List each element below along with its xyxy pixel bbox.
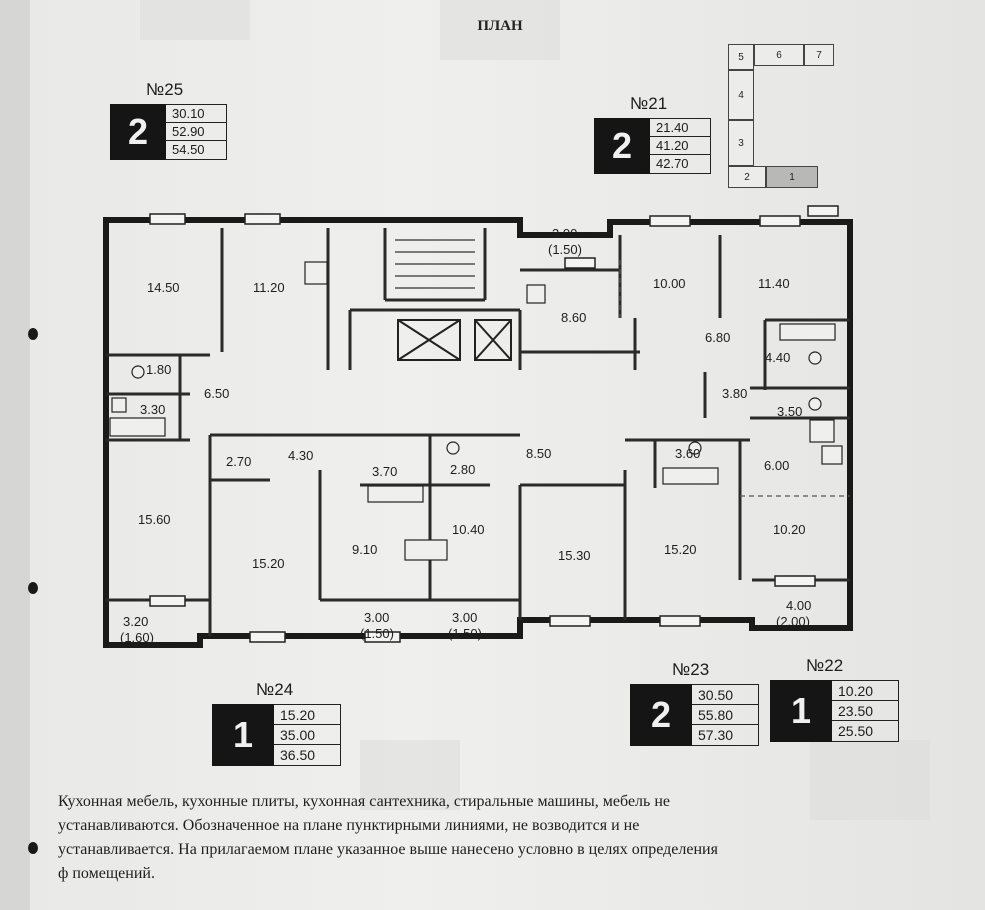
room-area-label: 4.40	[765, 350, 791, 365]
room-area-label: 15.20	[664, 542, 697, 557]
balcony-area-reduced-label: (1.60)	[120, 630, 154, 645]
total-area: 35.00	[274, 725, 340, 745]
room-area-label: 3.50	[777, 404, 803, 419]
room-area-label: 3.60	[675, 446, 701, 461]
stair-lines	[395, 239, 475, 289]
room-count: 1	[212, 704, 274, 766]
footer-line: устанавливается. На прилагаемом плане ук…	[58, 841, 718, 858]
watermark-block	[140, 0, 250, 40]
balcony-area-label: 3.20	[123, 614, 149, 629]
footer-line: Кухонная мебель, кухонные плиты, кухонна…	[58, 793, 670, 810]
apartment-badge-23[interactable]: 2 30.50 55.80 57.30	[630, 684, 759, 746]
room-area-label: 14.50	[147, 280, 180, 295]
area-values: 21.40 41.20 42.70	[650, 118, 711, 174]
elevator-shafts	[397, 319, 512, 361]
room-area-label: 3.30	[140, 402, 166, 417]
apartment-badge-25[interactable]: 2 30.10 52.90 54.50	[110, 104, 227, 160]
balcony-area-label: 3.00	[452, 610, 478, 625]
room-count: 2	[630, 684, 692, 746]
binder-hole	[28, 328, 38, 340]
room-area-label: 6.50	[204, 386, 230, 401]
balcony-area-reduced-label: (1.50)	[548, 242, 582, 257]
total-area: 55.80	[692, 705, 758, 725]
living-area: 10.20	[832, 681, 898, 701]
balcony-area-label: 4.00	[786, 598, 812, 613]
exterior-walls	[103, 217, 853, 648]
watermark-block	[360, 740, 460, 810]
balcony-area-reduced-label: (1.50)	[448, 626, 482, 641]
key-cell-1-highlighted: 1	[766, 166, 818, 188]
room-area-label: 15.20	[252, 556, 285, 571]
total-area: 41.20	[650, 137, 710, 155]
apartment-number-23: №23	[672, 660, 710, 679]
area-values: 30.50 55.80 57.30	[692, 684, 759, 746]
total-area-with-balcony: 36.50	[280, 747, 316, 763]
watermark-block	[810, 740, 930, 820]
dashed-lines	[619, 260, 850, 497]
room-area-label: 8.60	[561, 310, 587, 325]
total-area: 52.90	[166, 123, 226, 141]
room-area-label: 4.30	[288, 448, 314, 463]
apartment-number-21: №21	[630, 94, 668, 113]
total-area-with-balcony: 54.50	[172, 142, 205, 157]
room-area-label: 8.50	[526, 446, 552, 461]
key-cell-4: 4	[728, 70, 754, 120]
apartment-badge-24[interactable]: 1 15.20 35.00 36.50	[212, 704, 341, 766]
room-area-label: 15.60	[138, 512, 171, 527]
sanitary-fixtures	[109, 261, 843, 561]
room-area-label: 10.40	[452, 522, 485, 537]
room-area-label: 3.70	[372, 464, 398, 479]
area-values: 10.20 23.50 25.50	[832, 680, 899, 742]
balcony-area-reduced-label: (2.00)	[776, 614, 810, 629]
balcony-area-label: 3.00	[364, 610, 390, 625]
key-cell-5: 5	[728, 44, 754, 70]
balcony-area-reduced-label: (1.50)	[360, 626, 394, 641]
watermark-block	[440, 0, 560, 60]
room-area-label: 2.70	[226, 454, 252, 469]
key-cell-2: 2	[728, 166, 766, 188]
key-cell-7: 7	[804, 44, 834, 66]
room-area-label: 3.80	[722, 386, 748, 401]
room-area-label: 10.20	[773, 522, 806, 537]
room-count: 2	[110, 104, 166, 160]
apartment-number-22: №22	[806, 656, 844, 675]
room-area-label: 10.00	[653, 276, 686, 291]
windows	[149, 205, 839, 643]
room-area-label: 1.80	[146, 362, 172, 377]
room-area-label: 15.30	[558, 548, 591, 563]
total-area-with-balcony: 25.50	[838, 723, 874, 739]
apartment-badge-22[interactable]: 1 10.20 23.50 25.50	[770, 680, 899, 742]
page-title: ПЛАН	[477, 18, 523, 34]
key-cell-3: 3	[728, 120, 754, 166]
footer-line: устанавливаются. Обозначенное на плане п…	[58, 817, 640, 834]
room-area-label: 6.00	[764, 458, 790, 473]
binder-hole	[28, 842, 38, 854]
room-count: 2	[594, 118, 650, 174]
balcony-area-label: 3.00	[552, 226, 578, 241]
footer-note: Кухонная мебель, кухонные плиты, кухонна…	[58, 790, 958, 886]
total-area: 23.50	[832, 701, 898, 721]
binder-hole	[28, 582, 38, 594]
footer-line: ф помещений.	[58, 865, 155, 882]
key-cell-6: 6	[754, 44, 804, 66]
area-values: 30.10 52.90 54.50	[166, 104, 227, 160]
interior-walls	[106, 228, 850, 636]
room-area-label: 6.80	[705, 330, 731, 345]
area-values: 15.20 35.00 36.50	[274, 704, 341, 766]
room-area-label: 11.40	[758, 276, 790, 291]
living-area: 30.10	[166, 105, 226, 123]
apartment-number-25: №25	[146, 80, 184, 99]
room-area-label: 9.10	[352, 542, 378, 557]
total-area-with-balcony: 57.30	[698, 727, 734, 743]
total-area-with-balcony: 42.70	[656, 156, 689, 171]
living-area: 21.40	[650, 119, 710, 137]
room-area-label: 2.80	[450, 462, 476, 477]
living-area: 15.20	[274, 705, 340, 725]
room-area-label: 11.20	[253, 280, 285, 295]
apartment-badge-21[interactable]: 2 21.40 41.20 42.70	[594, 118, 711, 174]
apartment-number-24: №24	[256, 680, 294, 699]
room-count: 1	[770, 680, 832, 742]
living-area: 30.50	[692, 685, 758, 705]
